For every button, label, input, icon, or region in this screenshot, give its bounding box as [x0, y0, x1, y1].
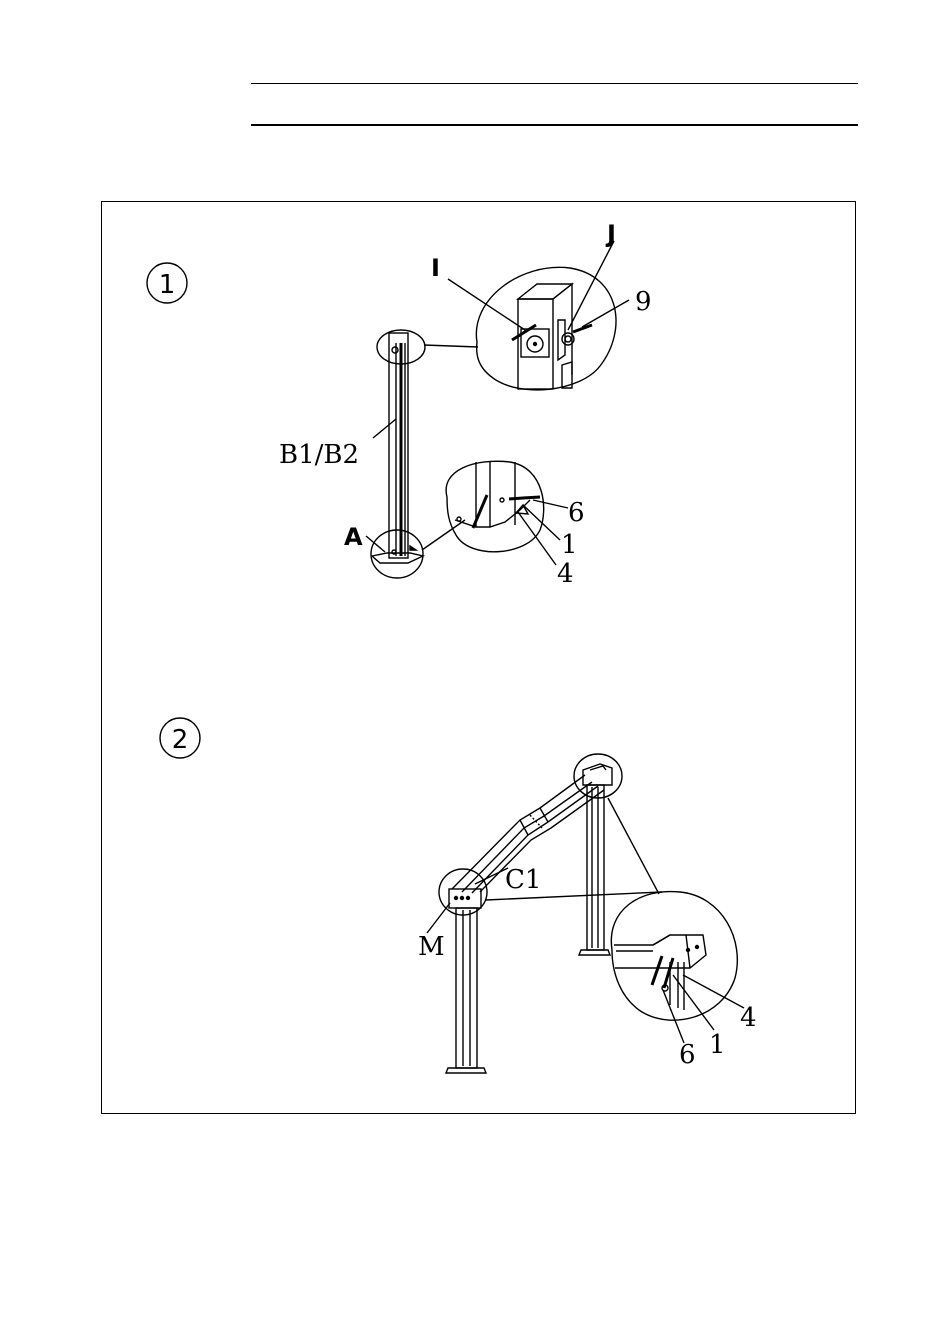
leader-1	[523, 505, 560, 540]
leader-1-step2	[673, 975, 714, 1030]
step-1-number: 1	[159, 270, 176, 300]
label-1-step1: 1	[561, 530, 578, 560]
base-zoom-leader	[422, 520, 465, 550]
top-zoom-leader	[424, 345, 478, 347]
post-b1-b2	[372, 333, 423, 563]
leader-6	[533, 500, 568, 508]
joint-zoom-circle	[611, 892, 737, 1021]
left-post	[446, 889, 486, 1073]
leader-4	[518, 512, 556, 565]
right-zoom-leader	[608, 798, 659, 894]
label-6-step1: 6	[568, 498, 585, 528]
label-6-step2: 6	[679, 1040, 696, 1070]
leader-J	[568, 241, 614, 330]
label-A: A	[344, 523, 363, 551]
leader-b1-b2	[373, 419, 396, 438]
base-zoom-post	[455, 462, 540, 528]
leader-A	[366, 536, 385, 552]
label-I: I	[431, 254, 440, 282]
label-M: M	[418, 932, 445, 962]
leader-I	[448, 279, 525, 330]
label-9: 9	[635, 287, 652, 317]
label-4-step2: 4	[740, 1003, 757, 1033]
label-4-step1: 4	[557, 559, 574, 589]
leader-9	[582, 300, 629, 327]
step-2-number: 2	[172, 725, 189, 755]
label-C1: C1	[505, 865, 541, 895]
top-zoom-post	[512, 284, 592, 389]
right-post	[579, 764, 612, 955]
label-1-step2: 1	[709, 1030, 726, 1060]
step-1: 1	[147, 220, 652, 589]
label-b1-b2: B1/B2	[279, 440, 359, 470]
leader-6-step2	[663, 990, 684, 1043]
leader-M	[427, 903, 450, 933]
step-2: 2	[160, 718, 757, 1073]
label-J: J	[605, 220, 616, 248]
base-zoom-circle	[446, 461, 544, 552]
